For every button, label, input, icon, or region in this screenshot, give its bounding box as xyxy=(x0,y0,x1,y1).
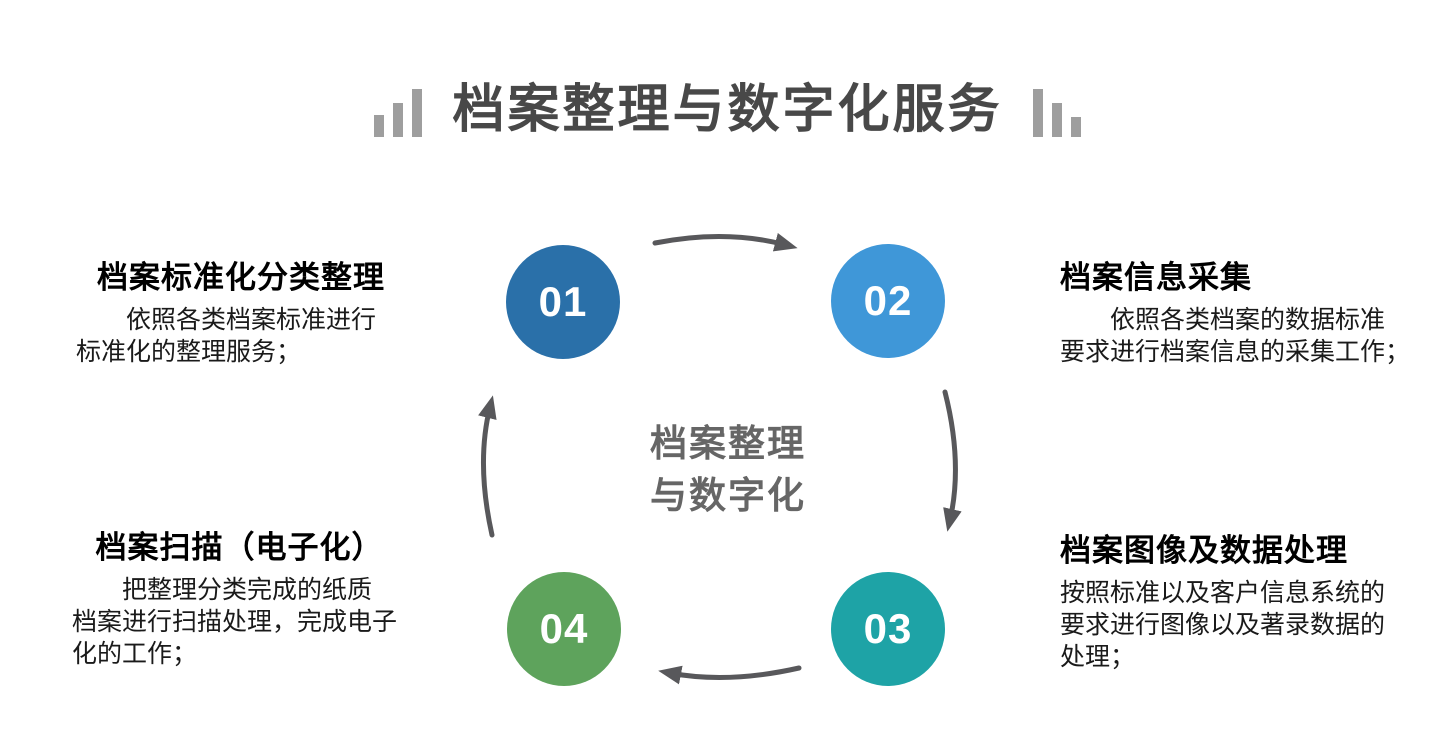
step1-description: 依照各类档案标准进行 标准化的整理服务； xyxy=(76,306,377,366)
step1-number: 01 xyxy=(538,278,588,325)
bar xyxy=(1032,89,1043,137)
step2-description: 依照各类档案的数据标准 要求进行档案信息的采集工作； xyxy=(1060,306,1411,366)
step3-circle: 03 xyxy=(831,572,945,686)
step4-heading: 档案扫描（电子化） xyxy=(95,530,384,565)
cycle-center-label: 档案整理 与数字化 xyxy=(650,423,806,516)
step2-heading: 档案信息采集 xyxy=(1060,260,1252,295)
step3-description: 按照标准以及客户信息系统的 要求进行图像以及著录数据的 处理； xyxy=(1060,579,1386,671)
bar xyxy=(412,89,423,137)
step2-circle: 02 xyxy=(831,244,945,358)
bar xyxy=(1070,117,1081,137)
header: 档案整理与数字化服务 xyxy=(0,56,1455,152)
arrow-step4-to-step1 xyxy=(478,395,497,538)
step4-description: 把整理分类完成的纸质 档案进行扫描处理，完成电子 化的工作； xyxy=(72,576,398,668)
bar xyxy=(393,103,404,137)
page-title: 档案整理与数字化服务 xyxy=(452,80,1003,139)
step2-text-block: 档案信息采集 依照各类档案的数据标准 要求进行档案信息的采集工作； xyxy=(1060,258,1430,368)
bar-chart-decoration-left xyxy=(374,89,423,137)
step1-heading: 档案标准化分类整理 xyxy=(97,260,385,295)
step2-number: 02 xyxy=(863,277,913,324)
arrow-step3-to-step4 xyxy=(658,665,802,685)
step4-text-block: 档案扫描（电子化） 把整理分类完成的纸质 档案进行扫描处理，完成电子 化的工作； xyxy=(72,528,407,670)
step3-text-block: 档案图像及数据处理 按照标准以及客户信息系统的 要求进行图像以及著录数据的 处理… xyxy=(1060,531,1430,673)
step3-number: 03 xyxy=(863,605,913,652)
bar xyxy=(1051,103,1062,137)
step1-text-block: 档案标准化分类整理 依照各类档案标准进行 标准化的整理服务； xyxy=(76,258,406,368)
bar-chart-decoration-right xyxy=(1032,89,1081,137)
arrow-step2-to-step3 xyxy=(942,389,962,532)
step4-circle: 04 xyxy=(507,572,621,686)
bar xyxy=(374,115,385,137)
step1-circle: 01 xyxy=(506,245,620,359)
step3-heading: 档案图像及数据处理 xyxy=(1060,533,1348,568)
arrow-step1-to-step2 xyxy=(652,232,798,252)
step4-number: 04 xyxy=(539,605,589,652)
